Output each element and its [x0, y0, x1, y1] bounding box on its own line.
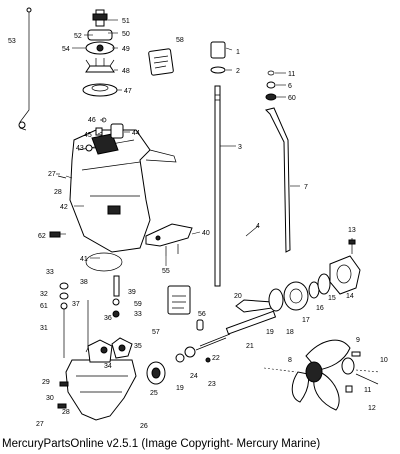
part-label-44: 44 — [132, 130, 140, 137]
part-label-28a: 28 — [54, 189, 62, 196]
part-label-36: 36 — [104, 315, 112, 322]
part-label-55: 55 — [162, 268, 170, 275]
part-label-59: 59 — [134, 301, 142, 308]
part-label-27a: 27 — [48, 171, 56, 178]
shift-shaft-7 — [265, 107, 291, 253]
part-label-29: 29 — [42, 379, 50, 386]
part-label-37: 37 — [72, 301, 80, 308]
part-label-3: 3 — [238, 144, 242, 151]
gasket-41 — [85, 252, 123, 272]
part-label-24: 24 — [190, 373, 198, 380]
part-label-56: 56 — [198, 311, 206, 318]
propeller-shaft-21 — [195, 299, 277, 351]
part-label-18: 18 — [286, 329, 294, 336]
part-number-labels: 51 50 52 54 49 48 47 53 58 1 2 3 11 6 60… — [8, 18, 388, 430]
part-label-62: 62 — [38, 233, 46, 240]
part-label-48: 48 — [122, 68, 130, 75]
decal-58 — [148, 48, 174, 76]
part-label-33a: 33 — [46, 269, 54, 276]
item-56 — [196, 319, 204, 331]
part-label-45: 45 — [84, 132, 92, 139]
part-label-58: 58 — [176, 37, 184, 44]
part-label-16: 16 — [316, 305, 324, 312]
part-label-50: 50 — [122, 31, 130, 38]
part-label-12: 12 — [368, 405, 376, 412]
part-label-22: 22 — [212, 355, 220, 362]
part-label-61: 61 — [40, 303, 48, 310]
part-label-26: 26 — [140, 423, 148, 430]
propeller-8 — [263, 339, 381, 411]
part-label-54: 54 — [62, 46, 70, 53]
part-label-40: 40 — [202, 230, 210, 237]
water-pump-stack — [82, 9, 118, 97]
part-label-17: 17 — [302, 317, 310, 324]
part-label-4: 4 — [256, 223, 260, 230]
part-label-28b: 28 — [62, 409, 70, 416]
part-label-52: 52 — [74, 33, 82, 40]
part-label-57: 57 — [152, 329, 160, 336]
part-label-33b: 33 — [134, 311, 142, 318]
part-label-38: 38 — [80, 279, 88, 286]
part-label-35: 35 — [134, 343, 142, 350]
part-label-8: 8 — [288, 357, 292, 364]
trim-tab-40 — [49, 223, 193, 256]
seal-stack — [265, 70, 277, 101]
decal-57 — [167, 285, 191, 315]
part-label-11b: 11 — [364, 387, 371, 394]
part-label-43: 43 — [76, 145, 84, 152]
exploded-parts-diagram: 51 50 52 54 49 48 47 53 58 1 2 3 11 6 60… — [8, 7, 388, 430]
part-label-1: 1 — [236, 49, 240, 56]
part-label-19a: 19 — [176, 385, 184, 392]
drive-shaft-assembly — [210, 41, 226, 287]
gear-set-lower — [146, 346, 211, 385]
part-label-7: 7 — [304, 184, 308, 191]
small-parts-upper — [57, 117, 124, 179]
part-label-34: 34 — [104, 363, 112, 370]
shift-rod-53 — [18, 7, 32, 131]
part-label-23: 23 — [208, 381, 216, 388]
lower-shift-rod-31 — [59, 282, 89, 358]
part-label-25: 25 — [150, 390, 158, 397]
part-label-10: 10 — [380, 357, 388, 364]
part-label-30: 30 — [46, 395, 54, 402]
part-label-31: 31 — [40, 325, 48, 332]
part-label-39: 39 — [128, 289, 136, 296]
gear-case-26 — [57, 337, 137, 421]
part-label-14: 14 — [346, 293, 354, 300]
part-label-42: 42 — [60, 204, 68, 211]
part-label-19b: 19 — [266, 329, 274, 336]
part-label-27b: 27 — [36, 421, 44, 428]
part-label-60: 60 — [288, 95, 296, 102]
leader-lines — [56, 19, 300, 266]
part-label-21: 21 — [246, 343, 254, 350]
part-label-41: 41 — [80, 256, 88, 263]
part-label-2: 2 — [236, 68, 240, 75]
driveshaft-housing-42 — [69, 129, 177, 253]
part-label-9: 9 — [356, 337, 360, 344]
part-label-20: 20 — [234, 293, 242, 300]
part-label-15: 15 — [328, 295, 336, 302]
part-label-53: 53 — [8, 38, 16, 45]
part-label-32: 32 — [40, 291, 48, 298]
part-label-46: 46 — [88, 117, 96, 124]
part-label-49: 49 — [122, 46, 130, 53]
part-label-47: 47 — [124, 88, 132, 95]
part-label-51: 51 — [122, 18, 130, 25]
shift-linkage-parts — [112, 275, 120, 318]
gear-set-right — [268, 238, 361, 312]
part-label-6: 6 — [288, 83, 292, 90]
part-label-13: 13 — [348, 227, 356, 234]
part-label-11a: 11 — [288, 71, 295, 78]
image-caption: MercuryPartsOnline v2.5.1 (Image Copyrig… — [2, 438, 321, 450]
